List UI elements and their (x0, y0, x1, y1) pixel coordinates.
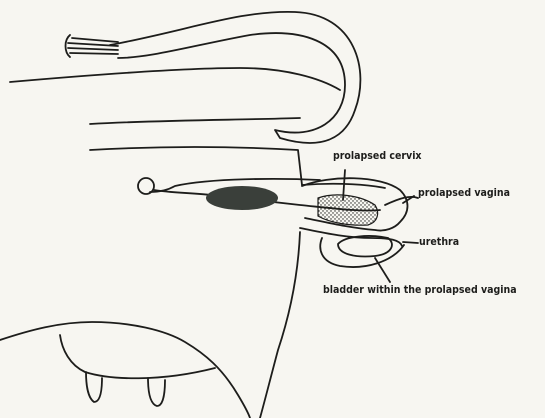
label-bladder: bladder within the prolapsed vagina (323, 284, 517, 296)
prolapsed-cervix (318, 195, 378, 225)
label-urethra: urethra (419, 236, 459, 248)
label-prolapsed-vagina: prolapsed vagina (418, 187, 510, 199)
body-outline (0, 232, 300, 418)
rectal-mass (206, 186, 278, 210)
label-prolapsed-cervix: prolapsed cervix (333, 150, 422, 162)
bladder-outline (300, 228, 404, 267)
tail-outline (10, 12, 360, 143)
